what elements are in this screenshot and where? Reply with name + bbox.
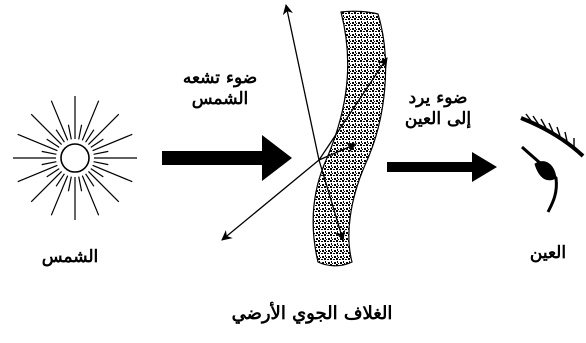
sun-ray — [88, 114, 118, 144]
eye-icon — [521, 114, 583, 212]
light-to-eye-label-line1: ضوء يرد — [392, 88, 484, 109]
sun-ray — [94, 151, 109, 154]
sun-ray — [42, 151, 57, 154]
scatter-ray-up — [286, 5, 319, 160]
sun-ray — [68, 177, 71, 192]
light-to-eye-arrow — [387, 152, 497, 182]
light-to-eye-label-line2: إلى العين — [392, 109, 484, 130]
eye-label: العين — [516, 243, 580, 264]
sun-ray — [68, 125, 71, 140]
atmosphere-band — [313, 11, 385, 266]
sun-ray — [94, 162, 109, 165]
atmosphere-label: الغلاف الجوي الأرضي — [212, 303, 412, 326]
incoming-light-label-line1: ضوء تشعه — [168, 68, 272, 89]
sun-ray — [79, 177, 82, 192]
light-to-eye-label: ضوء يرد إلى العين — [392, 88, 484, 131]
sun-ray — [31, 114, 61, 144]
sun-label: الشمس — [30, 247, 110, 268]
sun-ray — [31, 171, 61, 201]
sun-ray — [79, 125, 82, 140]
sun-ray — [88, 171, 118, 201]
sun-disc — [61, 144, 89, 172]
sun-ray — [42, 162, 57, 165]
incoming-sunlight-arrow — [162, 135, 292, 181]
sun-icon — [13, 96, 137, 220]
incoming-light-label-line2: الشمس — [168, 89, 272, 110]
incoming-light-label: ضوء تشعه الشمس — [168, 68, 272, 111]
